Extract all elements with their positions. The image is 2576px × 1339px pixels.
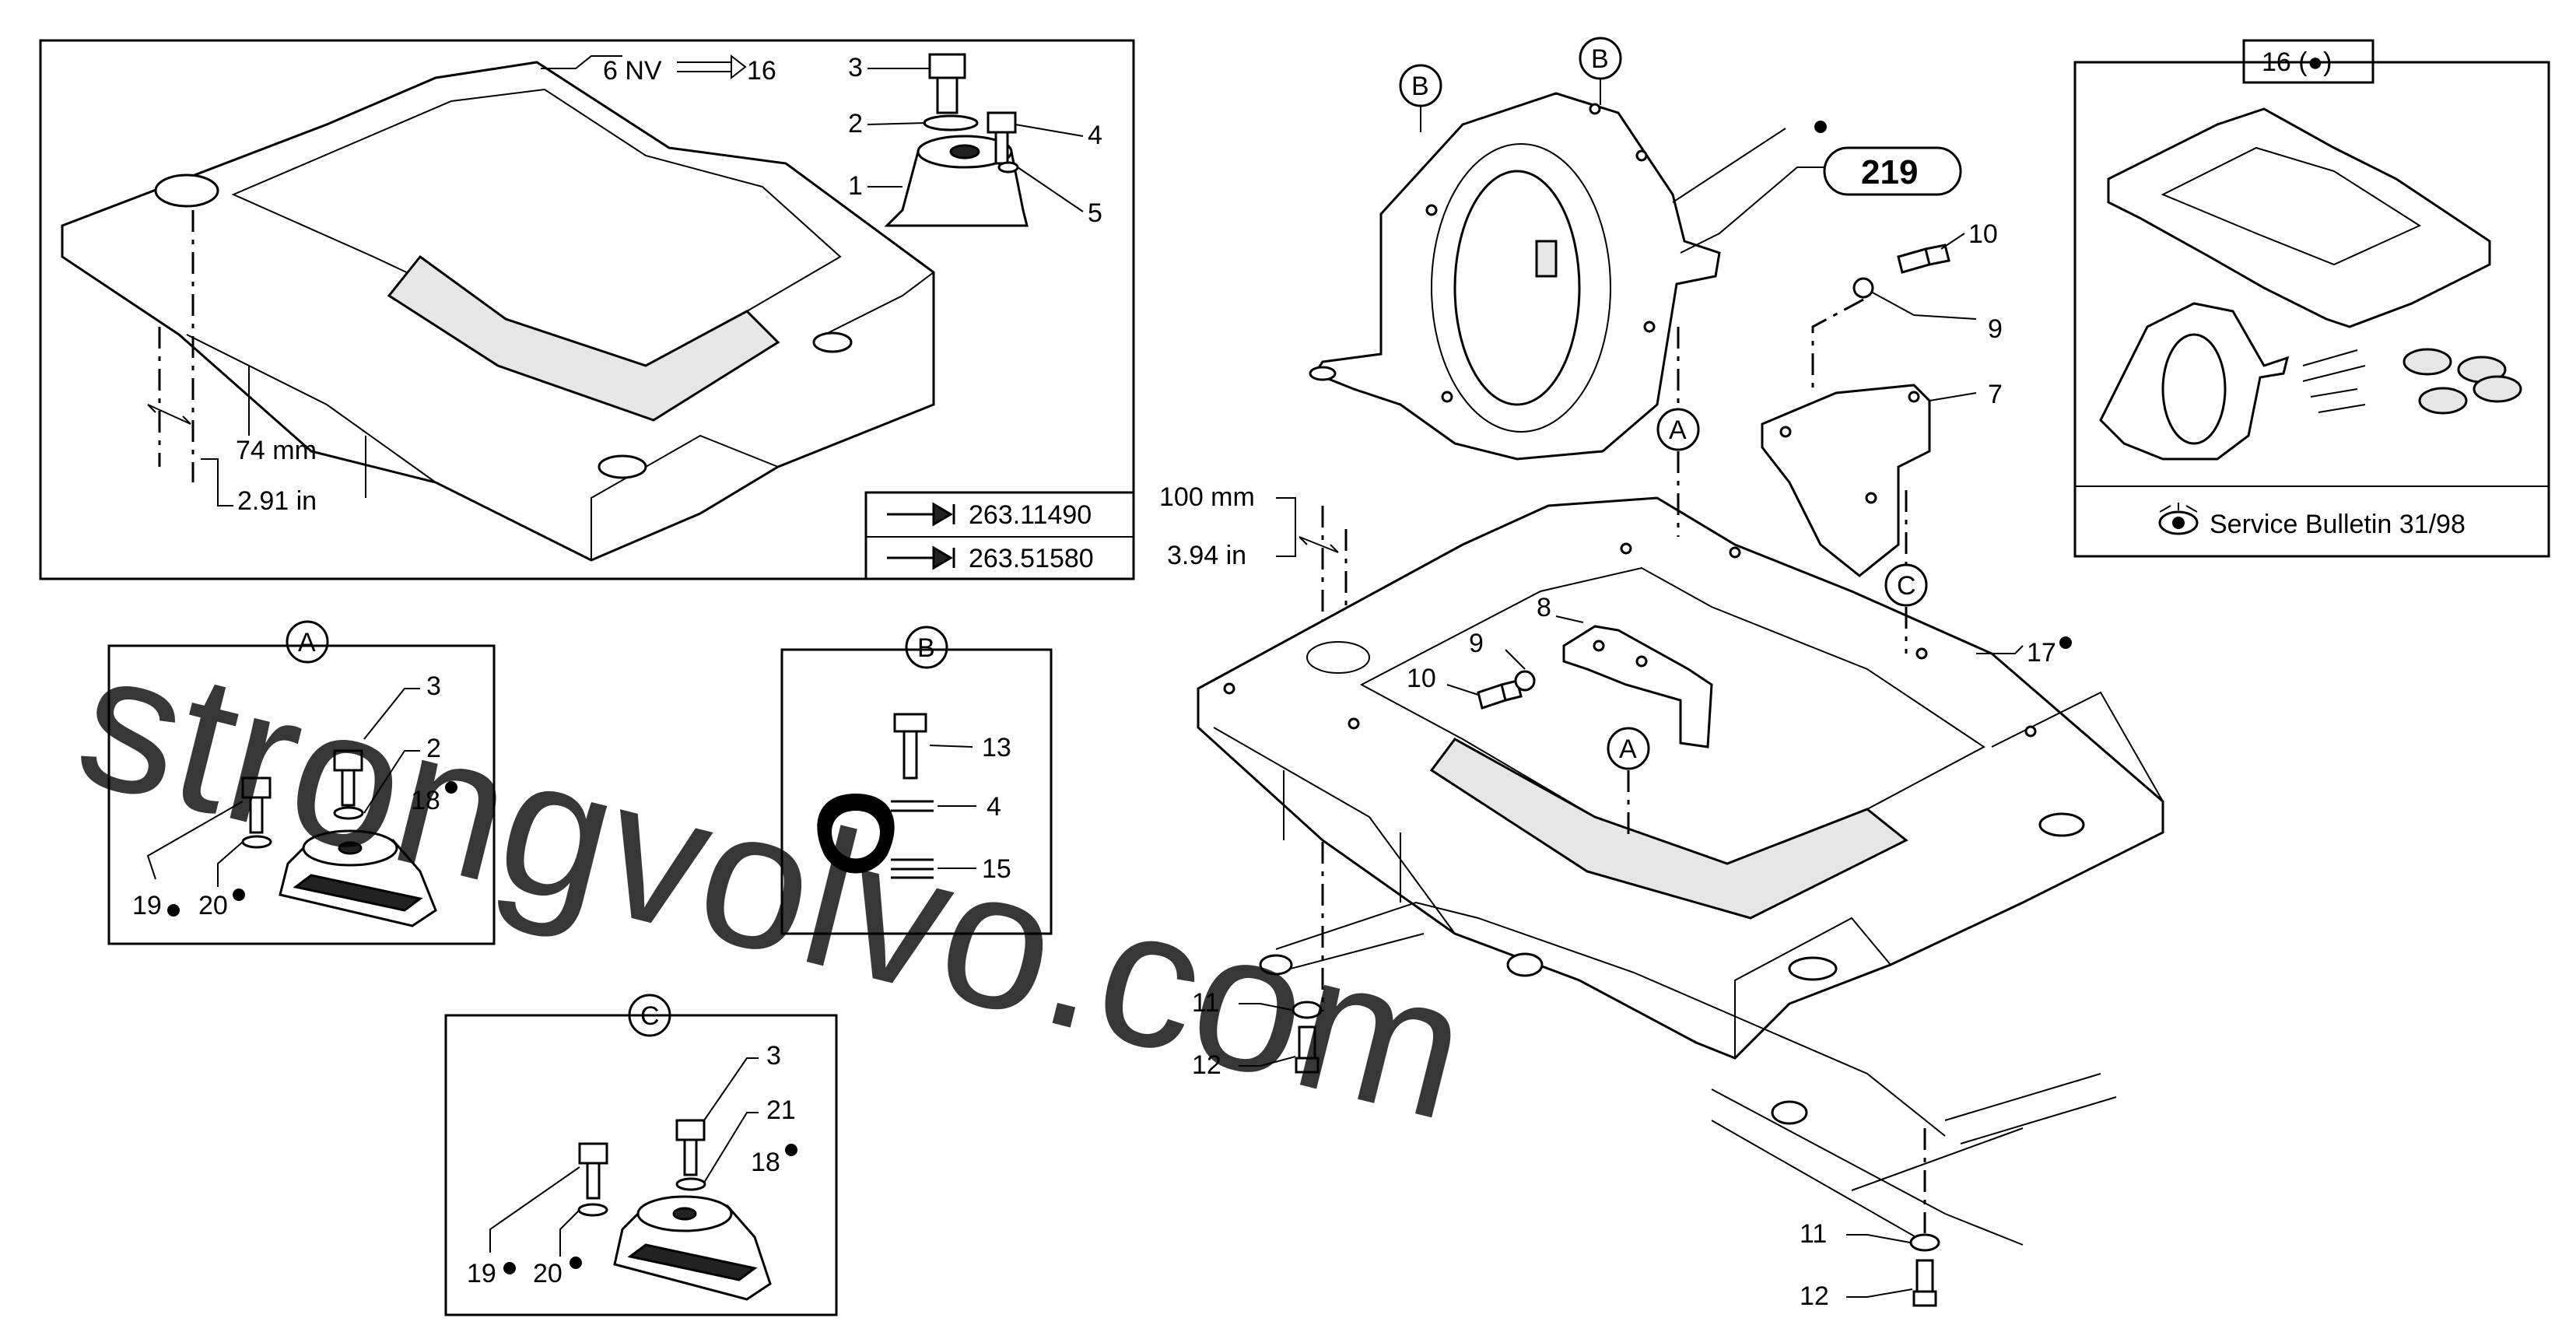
detail-c-callout-19: 19: [467, 1259, 496, 1288]
service-bulletin: Service Bulletin 31/98: [2210, 510, 2466, 539]
inset-16-kit-drawing: [2099, 107, 2522, 461]
detail-a-callout-20: 20: [198, 891, 228, 920]
callout-1: 1: [848, 171, 863, 201]
callout-12-left: 12: [1192, 1050, 1221, 1080]
circle-b-1: B: [1411, 72, 1429, 101]
callout-11-right: 11: [1800, 1219, 1827, 1249]
detail-a-callout-2: 2: [426, 734, 441, 763]
ref-263-51580: 263.51580: [969, 544, 1094, 573]
inset-16-title: 16 (●): [2262, 47, 2332, 77]
callout-2: 2: [848, 109, 863, 138]
callout-8: 8: [1537, 593, 1551, 622]
detail-c-callout-18: 18: [751, 1148, 780, 1177]
callout-17: 17: [2027, 638, 2056, 668]
dim-3-94in: 3.94 in: [1167, 541, 1246, 570]
detail-a-mount: [241, 749, 437, 927]
detail-c-mount: [577, 1119, 772, 1301]
callout-11-left: 11: [1192, 988, 1219, 1018]
detail-a-callout-18: 18: [411, 786, 440, 815]
detail-b-callout-13: 13: [982, 733, 1011, 762]
eye-icon: [2158, 503, 2199, 535]
bracket-8: [1562, 625, 1713, 748]
callout-9-middle: 9: [1469, 629, 1484, 658]
detail-b-parts: [817, 713, 934, 879]
rubber-mount-exploded: [884, 53, 1029, 227]
detail-c: C 3 21 18 19 20: [444, 994, 838, 1316]
dim-74mm: 74 mm: [236, 436, 317, 465]
callout-7: 7: [1988, 380, 2003, 409]
flywheel-housing: [1309, 92, 1721, 461]
detail-b-title: B: [917, 633, 935, 663]
detail-b-callout-4: 4: [987, 792, 1001, 822]
frame-drawing: [61, 61, 935, 562]
main-exploded-view: 219 B B 7 10 9 100 mm 3.94 in: [1159, 37, 2164, 1311]
callout-10-middle: 10: [1407, 664, 1436, 693]
callout-9-upper: 9: [1988, 314, 2003, 344]
callout-4: 4: [1088, 121, 1102, 150]
dim-100mm: 100 mm: [1159, 482, 1255, 512]
detail-c-callout-3: 3: [766, 1041, 781, 1071]
detail-a: A 3 2 18 19 20: [107, 620, 496, 945]
detail-b: B 13 4 15: [780, 626, 1053, 935]
dim-2-91in: 2.91 in: [237, 486, 317, 516]
detail-c-callout-21: 21: [766, 1095, 796, 1125]
detail-c-callout-20: 20: [533, 1259, 563, 1288]
circle-a-1: A: [1669, 415, 1687, 445]
bracket-7: [1761, 384, 1931, 577]
circle-b-2: B: [1591, 44, 1609, 74]
circle-c: C: [1897, 571, 1916, 601]
detail-c-title: C: [640, 1001, 660, 1031]
callout-219: 219: [1861, 153, 1918, 191]
callout-16: 16: [747, 56, 776, 86]
detail-a-title: A: [298, 628, 316, 657]
callout-12-right: 12: [1800, 1281, 1829, 1311]
inset-16: 16 (●) Service Bulletin 31/98: [2073, 39, 2550, 558]
engine-frame-main: [1197, 496, 2164, 1060]
detail-a-callout-3: 3: [426, 671, 441, 701]
circle-a-2: A: [1619, 734, 1637, 764]
callout-5: 5: [1088, 198, 1102, 228]
callout-3: 3: [848, 53, 863, 82]
callout-10-upper: 10: [1968, 219, 1998, 249]
frame-inset: 6 NV 16 74 mm 2.91 in 3 2 1 4 5: [39, 39, 1135, 580]
ref-263-11490: 263.11490: [969, 500, 1092, 530]
reference-box: 263.11490 263.51580: [864, 491, 1135, 580]
chassis-rails: [1259, 901, 2117, 1246]
callout-6-nv: 6 NV: [603, 56, 662, 86]
detail-b-callout-15: 15: [982, 854, 1011, 884]
detail-a-callout-19: 19: [132, 891, 162, 920]
